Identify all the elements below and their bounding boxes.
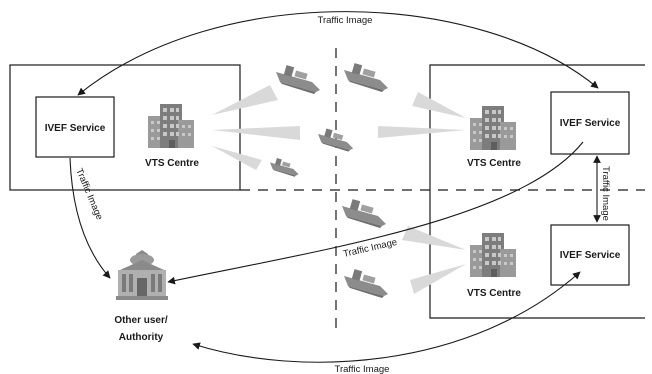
traffic-image-bottom-label: Traffic Image [335, 364, 390, 374]
traffic-image-arrow-top [77, 11, 599, 96]
left-region-frame [9, 64, 241, 191]
right-top-region-frame [429, 64, 645, 190]
ship-icon-6 [344, 269, 388, 298]
office-building-icon-right-bottom [470, 233, 516, 277]
ship-icon-4 [270, 158, 299, 177]
traffic-image-right-label: Traffic Image [600, 166, 611, 221]
ivef-service-right-top-label: IVEF Service [560, 118, 621, 129]
vts-centre-right-bottom-label: VTS Centre [467, 288, 521, 299]
authority-label-line1: Other user/ [114, 315, 168, 326]
ivef-service-left-label: IVEF Service [45, 123, 106, 134]
ship-icon-5 [342, 199, 386, 228]
ivef-service-left-box [35, 96, 115, 158]
traffic-image-middle-label: Traffic Image [342, 237, 398, 260]
vts-centre-right-top-label: VTS Centre [467, 158, 521, 169]
traffic-image-top-label: Traffic Image [318, 15, 373, 26]
traffic-image-arrow-middle [167, 141, 584, 285]
office-building-icon-right-top [470, 106, 516, 150]
office-building-icon-left [148, 104, 194, 148]
ship-icon-3 [318, 128, 354, 152]
ship-icon-2 [344, 63, 388, 92]
traffic-image-arrow-bottom [192, 271, 581, 363]
ship-icon-1 [276, 65, 320, 94]
ivef-service-right-top-box [550, 91, 630, 155]
traffic-image-arrow-left [69, 157, 111, 279]
vts-centre-left-label: VTS Centre [145, 158, 199, 169]
government-building-icon [116, 250, 168, 300]
authority-label-line2: Authority [119, 332, 164, 343]
ivef-service-right-bottom-label: IVEF Service [560, 250, 621, 261]
